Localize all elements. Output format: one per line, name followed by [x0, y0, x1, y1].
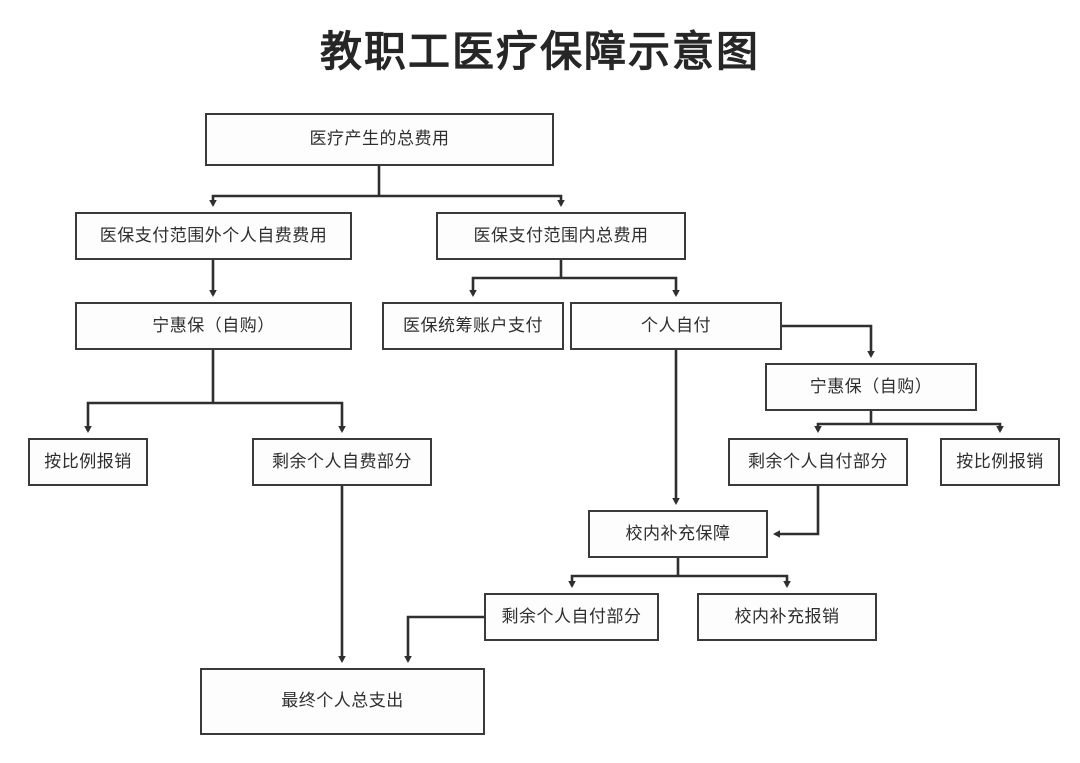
edge-n13-n15 — [404, 615, 484, 664]
node-label: 最终个人总支出 — [281, 691, 404, 711]
node-label: 医保支付范围外个人自费费用 — [99, 225, 328, 245]
edge-n12-n13 — [568, 574, 678, 589]
node-label: 剩余个人自付部分 — [748, 451, 888, 471]
edge-n4-n8 — [84, 401, 213, 434]
node-personal-payment[interactable]: 个人自付 — [570, 302, 782, 350]
node-label: 宁惠保（自购） — [152, 315, 275, 335]
node-label: 校内补充保障 — [625, 523, 731, 543]
node-ninghuibao-right[interactable]: 宁惠保（自购） — [765, 363, 977, 411]
node-label: 按比例报销 — [956, 451, 1044, 471]
edge-n3-n5 — [469, 276, 561, 298]
edge-n6-n7 — [782, 324, 875, 359]
edge-n3-n6 — [561, 276, 680, 298]
node-label: 医疗产生的总费用 — [309, 129, 450, 149]
node-campus-supplementary-reimbursement[interactable]: 校内补充报销 — [697, 593, 877, 641]
edge-n4-n9 — [213, 401, 346, 434]
edge-n7-n10 — [814, 422, 871, 434]
node-final-personal-total-expense[interactable]: 最终个人总支出 — [200, 668, 485, 735]
node-pooled-account-payment[interactable]: 医保统筹账户支付 — [382, 302, 564, 350]
edge-n10-n12 — [772, 486, 820, 538]
node-ninghuibao-left[interactable]: 宁惠保（自购） — [75, 302, 352, 350]
node-label: 剩余个人自付部分 — [501, 606, 642, 626]
node-remaining-self-pay[interactable]: 剩余个人自费部分 — [252, 438, 432, 486]
edge-n12-n14 — [678, 574, 791, 589]
node-label: 医保支付范围内总费用 — [473, 225, 649, 245]
edge-n7-n11 — [871, 422, 1004, 434]
node-label: 个人自付 — [641, 315, 711, 335]
node-label: 医保统筹账户支付 — [403, 315, 543, 335]
node-remaining-personal-payment-lower[interactable]: 剩余个人自付部分 — [484, 593, 659, 641]
node-label: 宁惠保（自购） — [809, 376, 933, 396]
edge-n1-n3 — [379, 194, 565, 208]
edge-n1-n2 — [209, 194, 379, 208]
node-label: 校内补充报销 — [734, 606, 840, 626]
node-proportional-reimbursement-right[interactable]: 按比例报销 — [940, 438, 1060, 486]
node-out-of-scope-self-pay[interactable]: 医保支付范围外个人自费费用 — [75, 212, 352, 260]
node-label: 按比例报销 — [44, 451, 132, 471]
node-proportional-reimbursement-left[interactable]: 按比例报销 — [28, 438, 148, 486]
node-total-medical-cost[interactable]: 医疗产生的总费用 — [205, 113, 554, 166]
node-remaining-personal-payment-upper[interactable]: 剩余个人自付部分 — [728, 438, 908, 486]
node-campus-supplementary-coverage[interactable]: 校内补充保障 — [588, 510, 768, 558]
node-in-scope-total-cost[interactable]: 医保支付范围内总费用 — [436, 212, 686, 260]
node-label: 剩余个人自费部分 — [272, 451, 412, 471]
page-title: 教职工医疗保障示意图 — [319, 28, 760, 75]
